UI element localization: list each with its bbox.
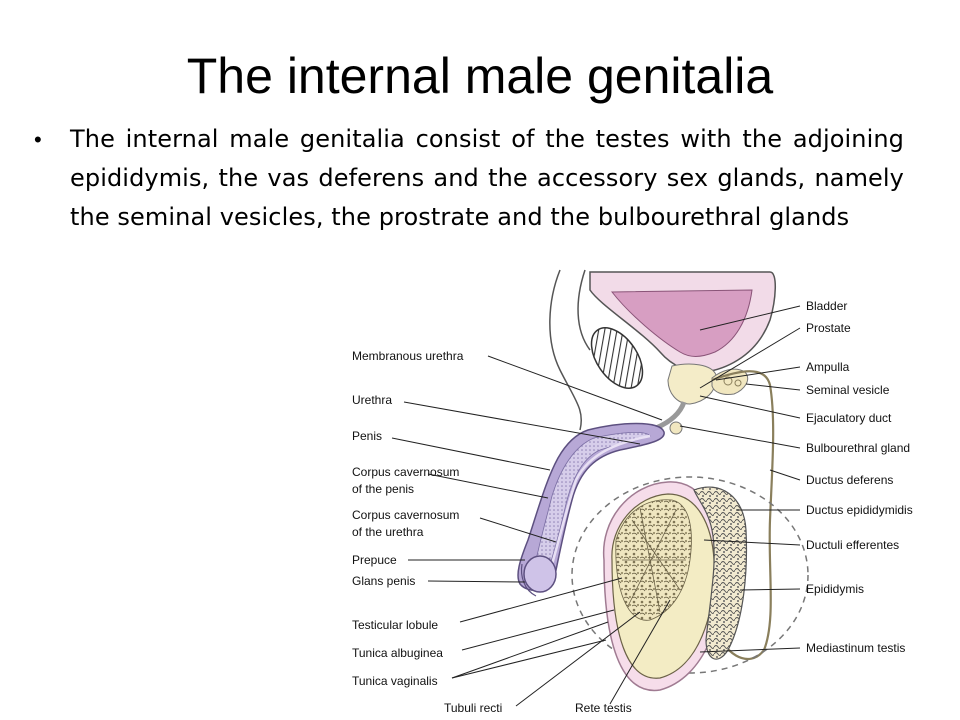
label-ampulla: Ampulla — [806, 360, 850, 374]
body-outline — [549, 269, 582, 431]
leader-lines-right — [679, 305, 801, 653]
label-glans-penis: Glans penis — [352, 574, 415, 588]
leader-lines-left — [391, 355, 671, 707]
seminal-vesicle — [711, 368, 749, 395]
label-ductus-epididymidis: Ductus epididymidis — [806, 503, 913, 517]
urethra-line — [546, 434, 651, 579]
label-penis: Penis — [352, 429, 382, 443]
bullet-item: • The internal male genitalia consist of… — [34, 120, 904, 237]
label-corpus-cavernosum-urethra-1: Corpus cavernosum — [352, 508, 459, 522]
label-membranous-urethra: Membranous urethra — [352, 349, 464, 363]
label-mediastinum-testis: Mediastinum testis — [806, 641, 905, 655]
epididymis — [693, 486, 748, 660]
label-epididymis: Epididymis — [806, 582, 864, 596]
label-prostate: Prostate — [806, 321, 851, 335]
label-urethra: Urethra — [352, 393, 392, 407]
label-seminal-vesicle: Seminal vesicle — [806, 383, 890, 397]
bullet-text: The internal male genitalia consist of t… — [70, 125, 904, 231]
label-ductus-deferens: Ductus deferens — [806, 473, 893, 487]
label-bladder: Bladder — [806, 299, 847, 313]
abdominal-wall — [577, 269, 591, 351]
ductus-deferens — [711, 370, 775, 661]
label-tunica-albuginea: Tunica albuginea — [352, 646, 443, 660]
pubic-bone — [590, 327, 644, 389]
label-tubuli-recti: Tubuli recti — [444, 701, 502, 715]
label-bulbourethral-gland: Bulbourethral gland — [806, 441, 910, 455]
glans — [523, 555, 557, 593]
label-tunica-vaginalis: Tunica vaginalis — [352, 674, 438, 688]
bullet-dot-icon: • — [34, 127, 42, 152]
label-corpus-cavernosum-penis-2: of the penis — [352, 482, 414, 496]
slide-title: The internal male genitalia — [186, 48, 774, 104]
label-prepuce: Prepuce — [352, 553, 397, 567]
label-corpus-cavernosum-penis-1: Corpus cavernosum — [352, 465, 459, 479]
label-ductuli-efferentes: Ductuli efferentes — [806, 538, 899, 552]
prostate — [667, 363, 717, 405]
label-ejaculatory-duct: Ejaculatory duct — [806, 411, 892, 425]
bladder-lumen — [610, 289, 753, 357]
label-rete-testis: Rete testis — [575, 701, 632, 715]
label-testicular-lobule: Testicular lobule — [352, 618, 438, 632]
label-corpus-cavernosum-urethra-2: of the urethra — [352, 525, 424, 539]
